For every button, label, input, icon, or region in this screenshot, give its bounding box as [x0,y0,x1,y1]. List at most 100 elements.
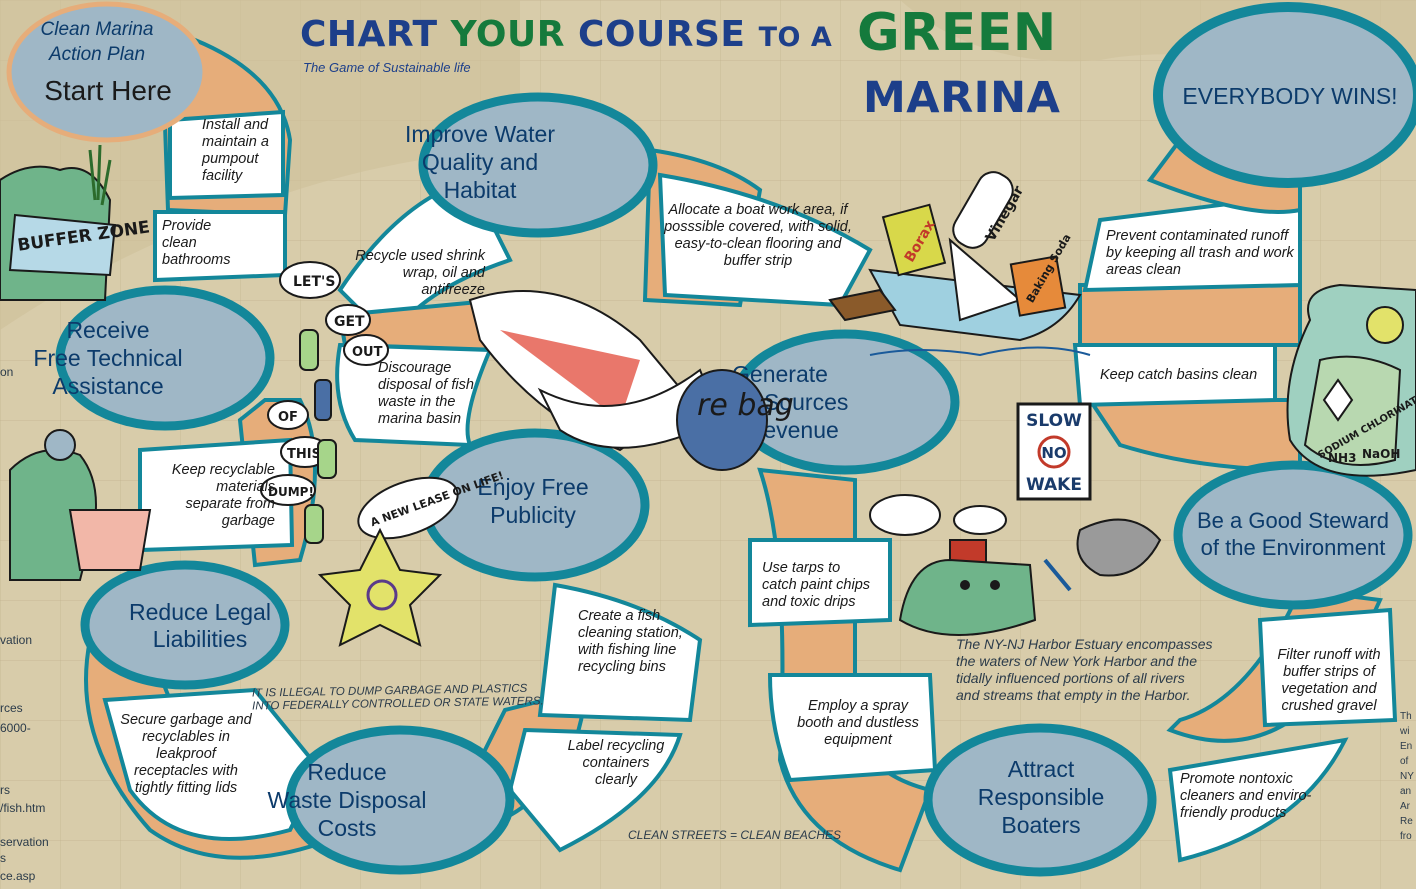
note-estuary: The NY-NJ Harbor Estuary encompasses the… [956,636,1213,704]
goal-improve-water-quality-and-habitat-line-1: Improve Water [405,121,555,147]
title-marina: MARINA [863,73,1061,123]
step-filter-runoff: Filter runoff with buffer strips of vege… [1277,647,1381,714]
goal-attract-responsible-boaters-line-2: Responsible [978,784,1105,810]
step-recyclable: Keep recyclable materials separate from … [171,462,275,529]
goal-circles [6,1,1416,877]
start-line-3: Start Here [44,75,172,106]
sign-wake: WAKE [1026,475,1082,495]
note-estuary-line-1: The NY-NJ Harbor Estuary encompasses [956,636,1213,652]
right-edge-fragment: an [1400,786,1412,797]
goal-receive-free-technical-assistance-line-1: Receive [66,317,149,343]
right-edge-fragment: fro [1400,831,1412,842]
speech-of: OF [278,410,298,425]
title-green: GREEN [857,3,1057,63]
toxic-bag-illustration: SODIUM CHLORINATE NH3 NaOH [1286,283,1416,477]
speech-out: OUT [352,345,383,360]
speech-lets: LET'S [293,274,335,290]
step-spray-booth: Employ a spray booth and dustless equipm… [797,698,919,748]
right-edge-fragment: NY [1400,771,1414,782]
track-seg-15 [657,172,873,308]
goal-reduce-legal-liabilities-line-2: Liabilities [153,626,248,652]
step-boat-work: Allocate a boat work area, if posssible … [664,202,852,269]
note-illegal: IT IS ILLEGAL TO DUMP GARBAGE AND PLASTI… [252,682,544,713]
step-catch-basins: Keep catch basins clean [1100,367,1258,383]
circle-attract-responsible-boaters[interactable] [923,723,1157,877]
slow-no-wake-sign: SLOW NO WAKE [1016,402,1092,501]
start-line-2: Action Plan [48,44,145,65]
left-edge-fragment: /fish.htm [0,801,46,815]
circle-receive-free-technical-assistance[interactable] [55,285,275,431]
track-seg-7 [102,687,323,841]
circle-everybody-wins[interactable] [1153,2,1416,188]
chem-nh3: NH3 [1328,451,1356,465]
left-edge-fragment: 6000- [0,721,31,735]
track-seg-9 [507,727,683,853]
goal-reduce-waste-disposal-costs-line-2: Waste Disposal [268,787,427,813]
track-seg-20 [1167,737,1349,863]
step-bathrooms: Provide clean bathrooms [162,218,231,268]
dock-illustration [828,288,897,322]
track [84,37,1398,873]
track-seg-2 [168,109,285,201]
track-seg-18 [767,673,938,783]
right-edge-fragment: En [1400,741,1413,752]
left-edge-fragment: rs [0,783,10,797]
sign-slow: SLOW [1026,411,1082,431]
title-course: COURSE [578,14,746,55]
goal-receive-free-technical-assistance-line-2: Free Technical [33,345,182,371]
step-nontoxic: Promote nontoxic cleaners and enviro-fri… [1180,771,1312,821]
goal-reduce-legal-liabilities-line-1: Reduce Legal [129,599,271,625]
speech-this: THIS [287,447,321,462]
goal-enjoy-free-publicity-line-1: Enjoy Free [477,474,588,500]
oyster-illustration [1043,518,1162,592]
start-line-1: Clean Marina [41,19,154,40]
step-pumpout: Install and maintain a pumpout facility [202,117,269,184]
left-edge-fragment: vation [0,633,33,647]
title-chart: CHART [300,14,438,55]
title-to-a: TO A [758,22,833,53]
right-edge-fragment: of [1400,756,1409,767]
chem-naoh: NaOH [1362,447,1400,461]
title-your: YOUR [450,14,565,55]
step-tarps: Use tarps to catch paint chips and toxic… [762,560,871,610]
note-estuary-line-4: and streams that empty in the Harbor. [956,687,1191,703]
left-edge-fragment: ce.asp [0,869,36,883]
buffer-zone-illustration: BUFFER ZONE [0,144,151,301]
bottles-illustration [299,329,337,544]
track-seg-17 [748,538,892,628]
speech-bubbles: LET'S GET OUT OF THIS DUMP! A NEW LEASE … [260,261,506,540]
circle-be-a-good-steward[interactable] [1173,460,1413,610]
circle-reduce-legal-liabilities[interactable] [80,560,290,690]
left-edge-fragment: servation [0,835,49,849]
circle-reduce-waste-disposal-costs[interactable] [285,725,515,875]
rebag-text: re bag [697,388,794,423]
track-seg-24 [1078,283,1302,347]
recycle-star-illustration [317,527,443,647]
goal-improve-water-quality-and-habitat-line-2: Quality and [422,149,538,175]
goal-enjoy-free-publicity-line-2: Publicity [490,502,576,528]
step-prevent-runoff: Prevent contaminated runoff by keeping a… [1106,228,1294,278]
right-edge-fragment: wi [1400,726,1410,737]
cleaner-illustration [9,429,152,581]
sign-no: NO [1041,444,1066,462]
goal-attract-responsible-boaters-line-1: Attract [1008,756,1075,782]
step-label-containers: Label recycling containers clearly [567,738,665,788]
track-seg-10 [537,582,703,723]
circle-improve-water-quality-and-habitat[interactable] [418,92,658,238]
right-edge-fragment: Re [1400,816,1413,827]
step-secure-garbage: Secure garbage and recyclables in leakpr… [120,712,252,796]
track-seg-21 [1257,607,1398,728]
note-estuary-line-2: the waters of New York Harbor and the [956,653,1197,669]
goal-be-a-good-steward-line-2: of the Environment [1201,535,1386,560]
left-edge-fragment: rces [0,701,23,715]
goal-reduce-waste-disposal-costs-line-1: Reduce [307,759,386,785]
speedboat-illustration: re bag [468,290,794,471]
step-fish-station: Create a fish cleaning station, with fis… [578,608,683,675]
speech-dump: DUMP! [268,485,314,499]
goal-reduce-waste-disposal-costs-line-3: Costs [318,815,377,841]
step-recycle-shrink: Recycle used shrink wrap, oil and antifr… [355,248,485,298]
tugboat-illustration [869,494,1037,636]
circle-start-here[interactable] [6,1,208,143]
